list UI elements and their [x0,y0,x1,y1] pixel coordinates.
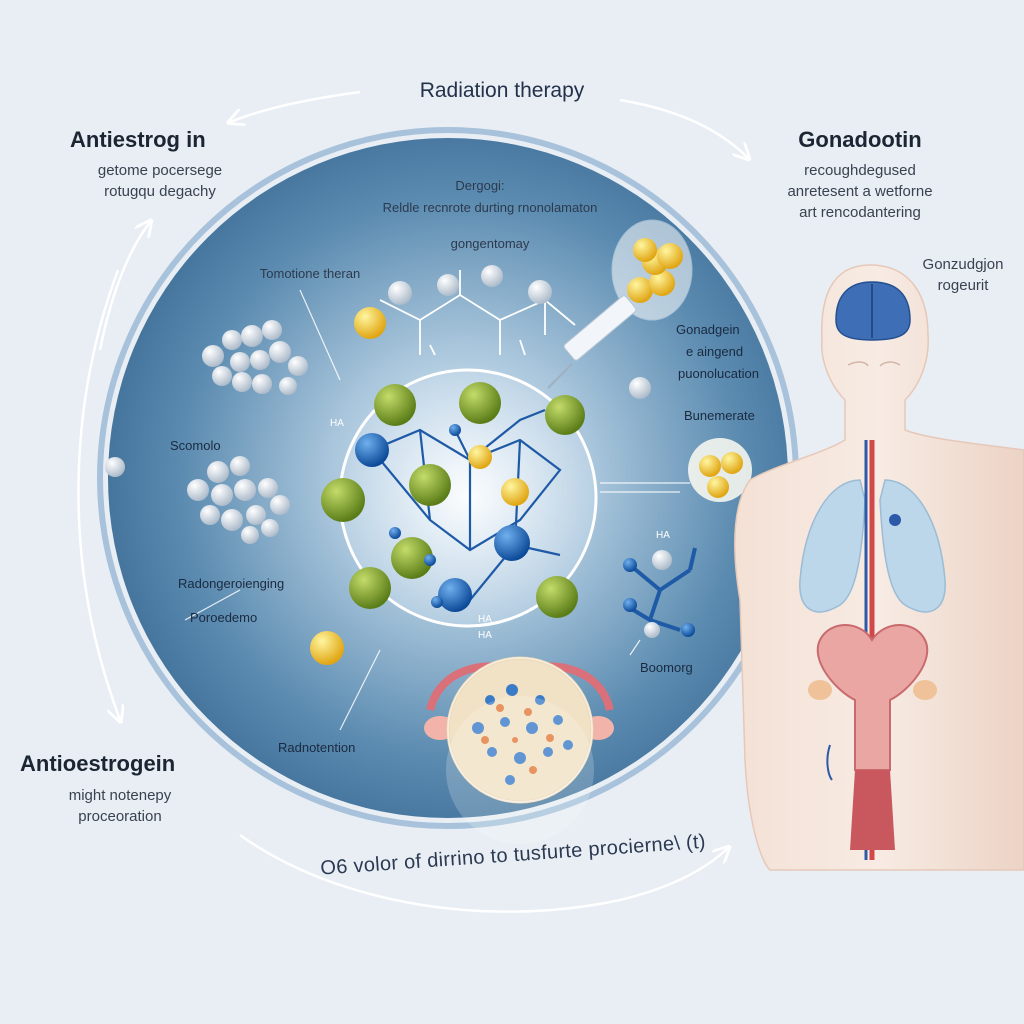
inner-label-right1c: puonolucation [678,366,759,381]
yellow-atom [468,445,492,469]
arrow-left [77,269,120,720]
right-top-line1: recoughdegused [804,162,916,179]
brain [835,281,911,341]
arrow-top-right [619,98,748,158]
white-atom [652,550,672,570]
yellow-atom [501,478,529,506]
inner-label-right3: Boomorg [640,660,693,675]
left-top-heading: Antiestrog in [70,127,206,152]
right-top-line2: anretesent a wetforne [787,183,933,200]
tissue-sphere [424,656,614,844]
right-lung [879,479,946,613]
top-skeletal-molecule [379,270,576,356]
chem-label-1: HA [330,418,344,429]
yellow-atom-bubble [688,438,752,502]
inner-label-right1b: e aingend [686,344,744,359]
left-top-line1: getome pocersege [97,162,223,179]
inner-label-left3: Radongeroienging [178,576,285,591]
blue-atom [431,596,443,608]
blue-atom [449,424,461,436]
blue-atom [494,525,530,561]
arrow-left-up [98,222,150,351]
inner-label-top2: Reldle recnrote durting rnonolamaton [382,200,598,215]
green-atom [391,537,433,579]
yellow-atom [354,307,386,339]
blue-atom [424,554,436,566]
right-molecule [623,547,697,632]
blue-atom [623,598,637,612]
inner-label-top1: Dergogi: [455,178,505,193]
left-lung [799,479,866,613]
inner-label-right2: Bunemerate [684,408,755,423]
left-top-line2: rotugqu degachy [104,183,216,200]
chem-label-3: HA [478,630,492,641]
white-atom [528,280,552,304]
chem-label-2: HA [478,614,492,625]
green-atom [536,576,578,618]
blue-atom [681,623,695,637]
left-bottom-line1: might notenepy [68,787,172,804]
right-top-line3: art rencodantering [799,204,921,221]
blue-atom [389,527,401,539]
green-atom [349,567,391,609]
white-atom [629,377,651,399]
white-atom [481,265,503,287]
inner-label-bottom: Radnotention [278,740,356,755]
body-label-line2: rogeurit [937,277,989,294]
uterus [816,624,929,771]
inner-label-left1: Tomotione theran [259,266,361,281]
arrow-top-left [230,90,361,122]
body-label-line1: Gonzudgjon [922,256,1004,273]
human-figure [734,264,1024,871]
white-atom [644,622,660,638]
inner-label-left4: Poroedemo [190,610,258,625]
white-atom [437,274,459,296]
blue-atom [623,558,637,572]
left-bottom-line2: proceoration [78,808,162,825]
white-atom-cluster-1 [202,320,308,395]
yellow-atom [310,631,344,665]
cycle-arrows [77,90,748,913]
inner-label-right1a: Gonadgein [676,322,740,337]
blue-atom [438,578,472,612]
left-bottom-heading: Antioestrogein [20,751,176,776]
arrow-bottom [239,833,728,913]
diagram-title: Radiation therapy [419,79,585,102]
green-atom [321,478,365,522]
green-atom [459,382,501,424]
chem-label-4: HA [656,530,670,541]
white-atom-cluster-2 [187,456,290,544]
white-atom-outside [105,457,125,477]
white-atom [388,281,412,305]
right-top-heading: Gonadootin [798,127,922,152]
inner-label-top3: gongentomay [450,236,530,251]
green-atom [545,395,585,435]
inner-label-left2: Scomolo [170,438,221,453]
syringe [547,219,693,389]
green-atom [374,384,416,426]
green-atom [409,464,451,506]
blue-atom [355,433,389,467]
